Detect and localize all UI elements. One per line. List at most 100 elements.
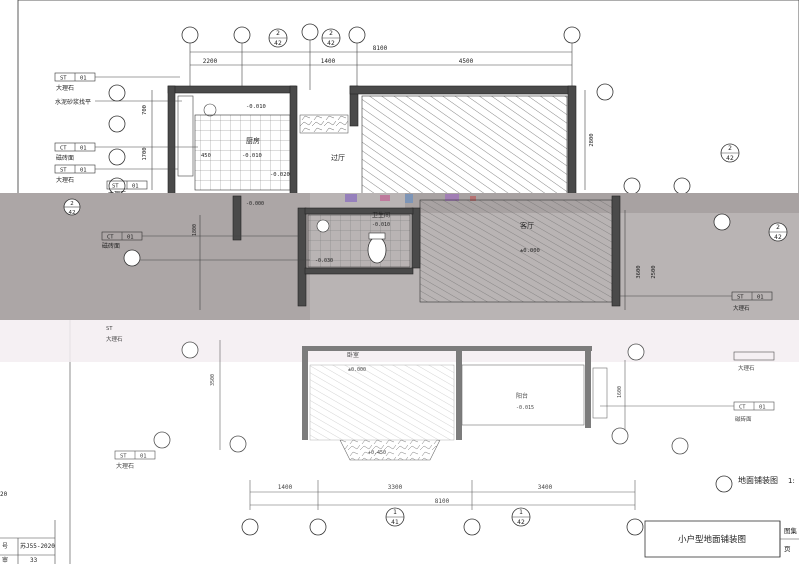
svg-text:大理石: 大理石 [56, 84, 74, 92]
axis-bubble [301, 23, 319, 41]
dim-right-3: 2500 [651, 265, 657, 278]
level-bay: +0.450 [368, 450, 386, 456]
living-floor [419, 199, 613, 303]
axis-bubble [309, 518, 327, 536]
living-floor-top [361, 95, 568, 197]
dim-left-2: 1700 [142, 147, 148, 160]
svg-text:42: 42 [274, 40, 282, 47]
level-living: ±0.000 [520, 248, 540, 254]
axis-bubble [671, 437, 689, 455]
axis-bubble [108, 115, 126, 133]
svg-text:01: 01 [80, 76, 87, 82]
axis-bubble [611, 427, 629, 445]
svg-text:1: 1 [519, 509, 523, 516]
section-mark: 2 42 [268, 28, 288, 48]
svg-text:42: 42 [517, 519, 525, 526]
bay-window [339, 439, 441, 461]
svg-text:ST: ST [737, 295, 744, 301]
svg-text:01: 01 [132, 184, 139, 190]
toilet-icon [367, 236, 387, 264]
axis-bubble [627, 343, 645, 361]
room-label-corridor: 过厅 [331, 153, 345, 162]
svg-text:42: 42 [774, 234, 782, 241]
sheet-title: 小户型地面铺装图 [678, 534, 746, 545]
bedroom-floor [309, 364, 455, 441]
level-balcony: -0.015 [516, 405, 534, 411]
svg-text:大理石: 大理石 [733, 304, 750, 312]
dim-small: 450 [201, 153, 211, 159]
axis-bubble [348, 26, 366, 44]
axis-bubble [713, 213, 731, 231]
svg-text:2: 2 [728, 145, 732, 152]
room-label-living: 客厅 [520, 221, 534, 230]
svg-text:ST: ST [60, 76, 67, 82]
dim-top-seg1: 2200 [203, 58, 218, 65]
svg-text:01: 01 [759, 405, 766, 411]
left-stamp: 号 苏J55-2020 审 33 20 [0, 491, 56, 564]
svg-text:CT: CT [739, 405, 746, 411]
dim-top-seg3: 4500 [459, 58, 474, 65]
section-mark: 2 42 [720, 143, 740, 163]
dim-left-4: 3500 [210, 374, 216, 386]
dim-right-1: 2800 [589, 133, 595, 146]
axis-bubble [596, 83, 614, 101]
section-mark: 2 42 [321, 28, 341, 48]
dim-bottom-seg3: 3400 [538, 484, 553, 491]
svg-text:42: 42 [327, 40, 335, 47]
svg-text:2: 2 [776, 224, 780, 231]
level-entry: -0.000 [246, 201, 264, 207]
svg-text:苏J55-2020: 苏J55-2020 [20, 542, 55, 550]
title-block: 小户型地面铺装图 图集 页 [644, 520, 799, 558]
dim-top-total: 8100 [373, 45, 388, 52]
room-label-bathroom: 卫生间 [372, 211, 390, 219]
svg-text:01: 01 [757, 295, 764, 301]
section-mark: 1 41 [385, 507, 405, 527]
svg-text:01: 01 [127, 235, 134, 241]
svg-text:42: 42 [726, 155, 734, 162]
material-tag: CT 01 磁砖面 [54, 142, 198, 162]
basin-icon [316, 219, 330, 233]
level-side: -0.030 [315, 258, 333, 264]
axis-bubble [563, 26, 581, 44]
axis-bubble [463, 518, 481, 536]
svg-text:ST: ST [60, 168, 67, 174]
page-label: 页 [784, 545, 791, 553]
svg-text:大理石: 大理石 [116, 462, 134, 470]
axis-bubble [108, 84, 126, 102]
dim-right-2: 3600 [636, 265, 642, 278]
material-tag: CT 01 磁砖面 [101, 231, 300, 250]
axis-bubble [153, 431, 171, 449]
dim-bottom-seg1: 1400 [278, 484, 293, 491]
svg-text:01: 01 [140, 454, 147, 460]
dim-bottom-seg2: 3300 [388, 484, 403, 491]
room-label-balcony: 阳台 [516, 392, 528, 400]
svg-text:ST: ST [120, 454, 127, 460]
material-tag: ST 01 大理石 [114, 450, 156, 470]
balcony-floor [461, 364, 585, 426]
dim-left-3: 1800 [192, 224, 198, 236]
svg-text:号: 号 [2, 543, 8, 550]
axis-bubble [626, 518, 644, 536]
svg-text:33: 33 [30, 557, 38, 564]
svg-text:2: 2 [70, 201, 74, 207]
svg-text:磁砖面: 磁砖面 [56, 154, 74, 162]
svg-text:ST: ST [112, 184, 119, 190]
drawing-scale: 1: [788, 477, 795, 485]
svg-text:大理石: 大理石 [56, 176, 74, 184]
svg-text:磁砖面: 磁砖面 [735, 415, 752, 423]
drawing-subtitle: 地面铺装图 [738, 475, 778, 485]
room-label-kitchen: 厨房 [246, 136, 260, 145]
svg-text:大理石: 大理石 [738, 364, 755, 372]
material-tag: ST 01 大理石 [620, 291, 773, 312]
svg-text:1: 1 [393, 509, 397, 516]
axis-bubble [229, 435, 247, 453]
room-label-bedroom: 卧室 [347, 351, 359, 359]
svg-text:01: 01 [80, 168, 87, 174]
material-tag: CT 01 磁砖面 [600, 401, 775, 423]
material-tag: ST 大理石 [106, 326, 123, 343]
dim-left-1: 700 [142, 105, 148, 115]
material-tag: 大理石 [733, 351, 775, 372]
svg-text:CT: CT [107, 235, 114, 241]
